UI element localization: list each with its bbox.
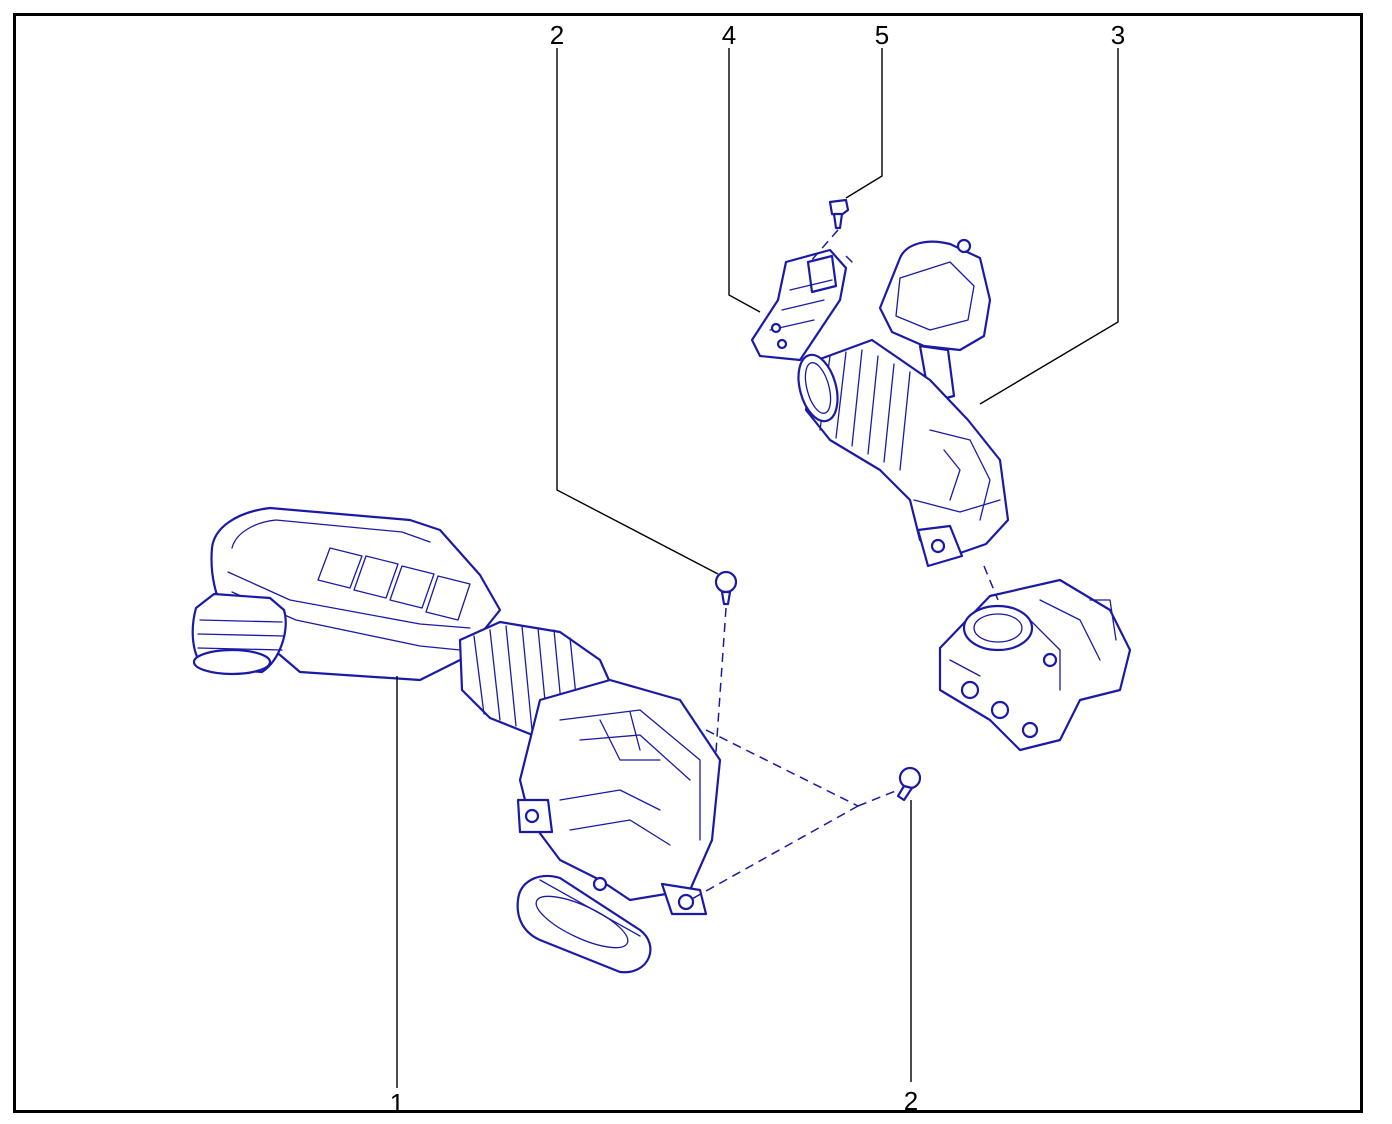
diagram-frame	[13, 13, 1363, 1113]
callout-label-1: 1	[390, 1088, 404, 1118]
part-5-screw	[828, 198, 850, 230]
throttle-body	[938, 578, 1132, 752]
part-2-clip-lower	[896, 766, 922, 802]
leader-lines	[396, 48, 1119, 1088]
callout-label-5: 5	[875, 20, 889, 50]
callout-label-2-top: 2	[550, 20, 564, 50]
callout-label-4: 4	[722, 20, 736, 50]
part-3-intake-hose	[797, 238, 1010, 568]
part-1-intake-duct	[191, 506, 722, 974]
callout-label-3: 3	[1111, 20, 1125, 50]
part-4-mass-airflow-sensor	[750, 248, 848, 362]
assembly-lines	[689, 229, 999, 901]
callout-label-2-bottom: 2	[904, 1086, 918, 1116]
part-2-clip-upper	[714, 570, 738, 606]
